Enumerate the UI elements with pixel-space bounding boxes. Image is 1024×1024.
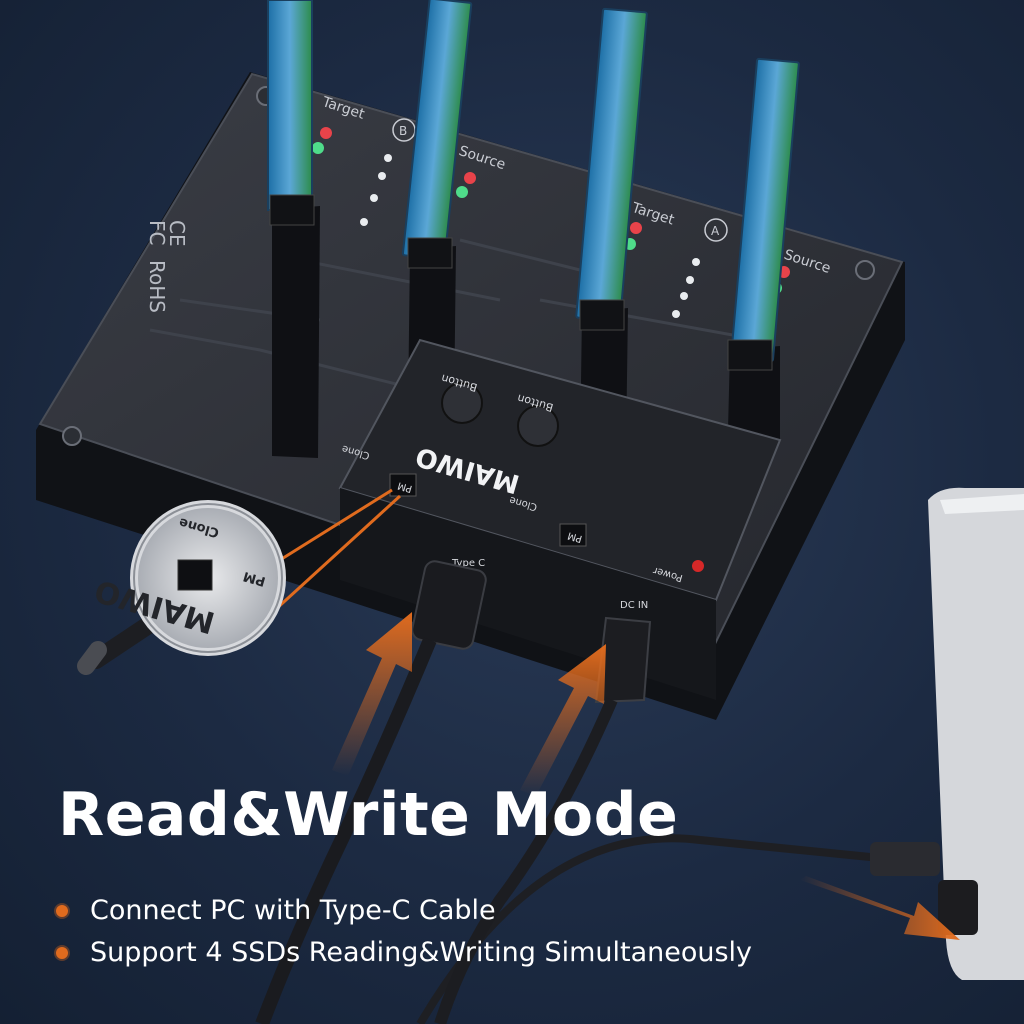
badge-a-circle [704,218,728,242]
ssd-slot-1 [267,0,320,458]
cert-fc: FC [145,220,169,245]
button-a[interactable] [517,405,559,447]
laptop [928,487,1024,980]
led-red [464,172,476,184]
arrow-dc [520,644,606,796]
feature-text: Support 4 SSDs Reading&Writing Simultane… [90,937,753,968]
magnified-pm: PM [242,568,268,589]
bullet-dot-icon [56,947,68,959]
feature-list: Connect PC with Type-C Cable Support 4 S… [56,890,752,974]
arrow-typec [332,612,412,776]
screw [62,426,82,446]
feature-item: Support 4 SSDs Reading&Writing Simultane… [56,932,752,974]
typec-cable [255,560,487,1024]
cert-rohs: RoHS [145,260,169,313]
switch-b-pm: PM [396,479,413,494]
bullet-dot-icon [56,905,68,917]
led-red [320,127,332,139]
switch-a-pm: PM [566,529,583,544]
button-b[interactable] [441,382,483,424]
led-red [630,222,642,234]
cert-marks: CE FC RoHS [145,220,189,313]
port-dc-label: DC IN [620,600,648,611]
feature-text: Connect PC with Type-C Cable [90,895,496,926]
badge-a: A [711,224,720,238]
usb-c-plug-laptop [870,842,940,876]
feature-item: Connect PC with Type-C Cable [56,890,752,932]
led-green [456,186,468,198]
switch-b[interactable] [389,473,417,497]
ssd-drive [267,0,313,211]
arrow-laptop [800,876,960,940]
led-green [312,142,324,154]
magnified-switch [177,559,213,591]
laptop-usb-port [938,880,978,935]
cert-ce: CE [165,220,189,247]
badge-b2: B [399,124,407,138]
screw [855,260,875,280]
headline: Read&Write Mode [58,780,679,850]
power-led [692,560,704,572]
switch-a[interactable] [559,523,587,547]
port-typec-label: Type C [451,558,485,569]
magnifier: PM Clone MAIWO [77,488,402,675]
